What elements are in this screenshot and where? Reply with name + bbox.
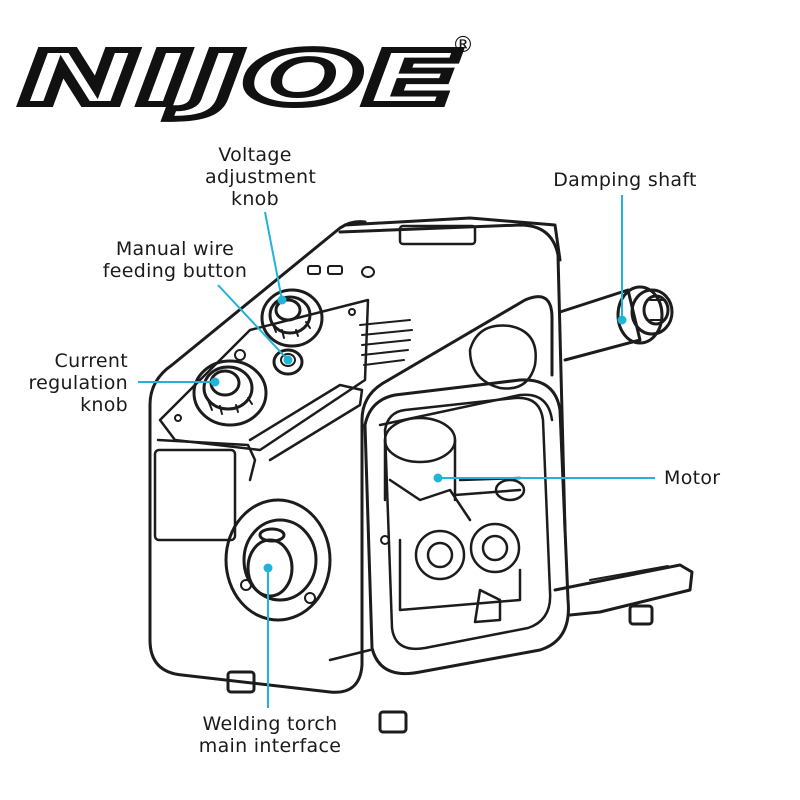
motor-drawing xyxy=(380,416,526,624)
label-line: Manual wire xyxy=(115,238,235,260)
housing-left-edge xyxy=(148,220,367,407)
label-line: Motor xyxy=(664,467,721,489)
panel-indicator xyxy=(234,349,246,361)
label-line: Welding torch xyxy=(202,713,338,735)
leader-torch-dot xyxy=(263,563,273,573)
label-line: knob xyxy=(80,394,128,416)
torch-interface-drawing xyxy=(224,498,332,622)
registered-mark: ® xyxy=(452,33,474,58)
leader-manual xyxy=(217,284,289,361)
leader-voltage-dot xyxy=(277,295,287,305)
label-line: knob xyxy=(231,188,279,210)
base-rail-right xyxy=(553,563,694,617)
leader-damping-dot xyxy=(617,315,627,325)
leader-lines xyxy=(138,195,655,708)
housing-front-outline xyxy=(148,295,554,694)
current-knob-drawing xyxy=(192,359,268,427)
voltage-adjustment-knob-label: Voltage adjustment knob xyxy=(205,144,317,210)
leader-motor-dot xyxy=(433,473,443,483)
manual-button-drawing xyxy=(272,348,304,376)
label-line: Current xyxy=(54,350,128,372)
leader-manual-dot xyxy=(283,355,293,365)
label-line: regulation xyxy=(28,372,128,394)
damping-shaft-label: Damping shaft xyxy=(545,169,705,191)
foot-front-left xyxy=(226,670,256,694)
label-line: Damping shaft xyxy=(553,169,697,191)
base-rail-right-inner xyxy=(589,565,669,581)
manual-wire-feeding-button-label: Manual wire feeding button xyxy=(95,238,255,282)
control-panel-plate xyxy=(158,298,370,452)
control-panel-lower xyxy=(156,438,257,482)
side-frame-inner xyxy=(383,396,552,651)
top-cover xyxy=(343,216,562,262)
panel-screw-2 xyxy=(348,308,356,316)
housing-inner-back xyxy=(378,393,554,427)
voltage-knob-drawing xyxy=(260,288,324,348)
housing-top-edge xyxy=(338,223,567,532)
motor-label: Motor xyxy=(664,467,744,489)
brand-logo: NIJOE ® xyxy=(17,33,474,125)
panel-screw-1 xyxy=(174,414,182,422)
label-line: adjustment xyxy=(205,166,317,188)
leader-voltage xyxy=(264,211,283,301)
label-line: feeding button xyxy=(102,260,248,282)
label-line: main interface xyxy=(198,735,342,757)
front-window xyxy=(153,448,237,542)
welding-torch-main-interface-label: Welding torch main interface xyxy=(190,713,350,757)
brand-logo-wordmark: NIJOE xyxy=(20,36,460,122)
foot-front-right xyxy=(378,710,408,734)
foot-back-right xyxy=(628,604,654,626)
label-line: Voltage xyxy=(218,144,292,166)
current-regulation-knob-label: Current regulation knob xyxy=(18,350,128,416)
top-handle-recess xyxy=(398,224,477,246)
base-rail-left xyxy=(328,648,372,662)
damping-shaft-drawing xyxy=(558,285,674,362)
machine-drawing xyxy=(148,216,694,734)
spool-dome xyxy=(468,324,537,390)
control-panel-hinge xyxy=(248,383,364,462)
leader-current-dot xyxy=(210,377,220,387)
side-frame-loop xyxy=(363,378,570,676)
